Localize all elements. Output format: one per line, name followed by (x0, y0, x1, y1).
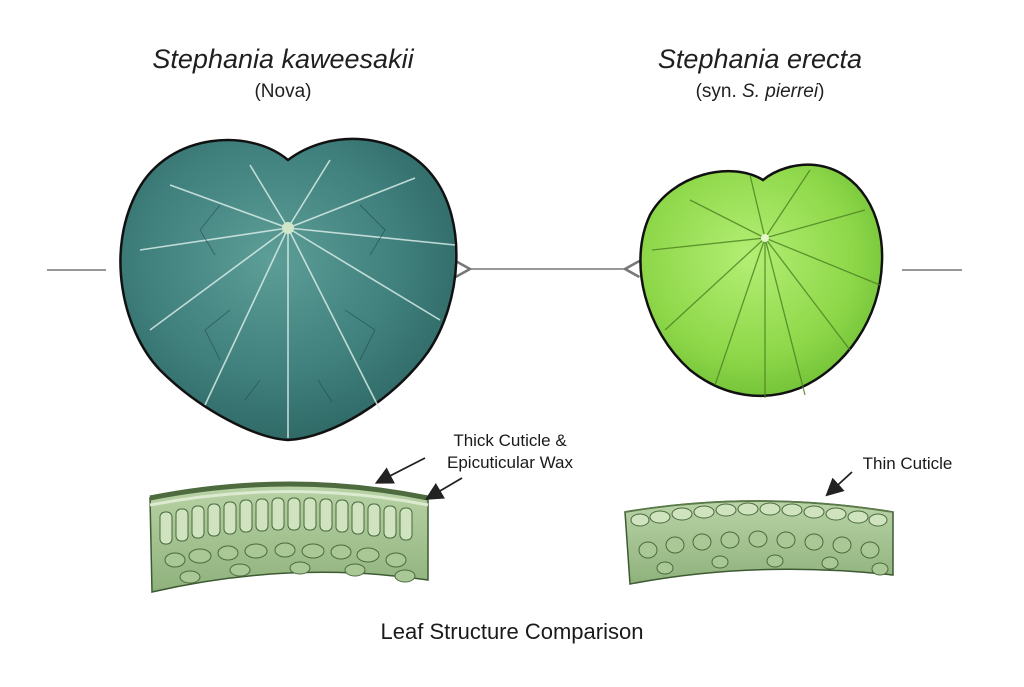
thick-cuticle-arrow (374, 457, 426, 484)
right-subtitle-species: S. pierrei (742, 81, 819, 102)
thick-cuticle-label-line2: Epicuticular Wax (447, 453, 573, 472)
epicuticular-wax-arrow (424, 477, 463, 500)
right-species-subtitle: (syn. S. pierrei) (585, 81, 935, 103)
thin-cuticle-arrow (825, 471, 853, 497)
right-leaf (639, 163, 884, 398)
left-species-title: Stephania kaweesakii (152, 44, 414, 74)
figure-caption: Leaf Structure Comparison (380, 619, 644, 644)
thick-cuticle-label: Thick Cuticle & Epicuticular Wax (420, 430, 600, 474)
right-subtitle-suffix: ) (818, 81, 825, 102)
right-species-title: Stephania erecta (657, 44, 863, 74)
right-subtitle-prefix: (syn. (695, 81, 743, 102)
left-species-subtitle: (Nova) (254, 81, 312, 102)
thin-cuticle-label: Thin Cuticle (862, 454, 953, 473)
left-cross-section (149, 481, 429, 593)
thick-cuticle-label-line1: Thick Cuticle & (453, 431, 567, 450)
right-cross-section (624, 500, 894, 585)
left-leaf (119, 137, 458, 442)
